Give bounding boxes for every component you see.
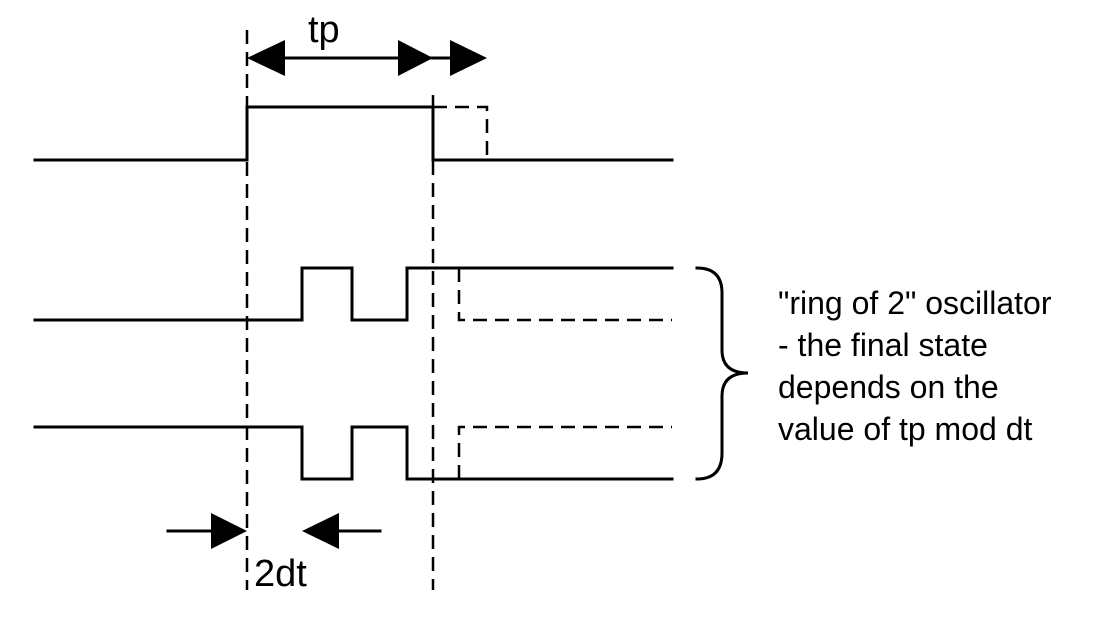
tp-dimension <box>247 40 487 76</box>
two-dt-right-arrowhead <box>302 513 339 549</box>
tp-right-arrowhead <box>398 40 433 76</box>
annotation-line-2: - the final state <box>778 327 988 363</box>
annotation-line-4: value of tp mod dt <box>778 411 1032 447</box>
two-dt-label: 2dt <box>254 553 307 595</box>
input-pulse-waveform <box>33 105 674 162</box>
oscillator-output-1-waveform <box>33 266 674 322</box>
tp-label: tp <box>308 9 340 51</box>
input-pulse-extended-dashed <box>433 105 489 160</box>
tp-left-arrowhead <box>247 40 285 76</box>
oscillator-output-2-waveform <box>33 425 674 481</box>
two-dt-dimension <box>166 513 382 549</box>
oscillator-output-2-alternate-dashed <box>457 425 672 479</box>
annotation-line-3: depends on the <box>778 369 999 405</box>
tp-extended-arrowhead <box>450 40 487 76</box>
curly-brace <box>695 266 749 481</box>
annotation-line-1: "ring of 2" oscillator <box>778 285 1052 321</box>
two-dt-left-arrowhead <box>211 513 247 549</box>
annotation-text: "ring of 2" oscillator - the final state… <box>778 285 1060 447</box>
oscillator-output-1-alternate-dashed <box>457 268 672 322</box>
